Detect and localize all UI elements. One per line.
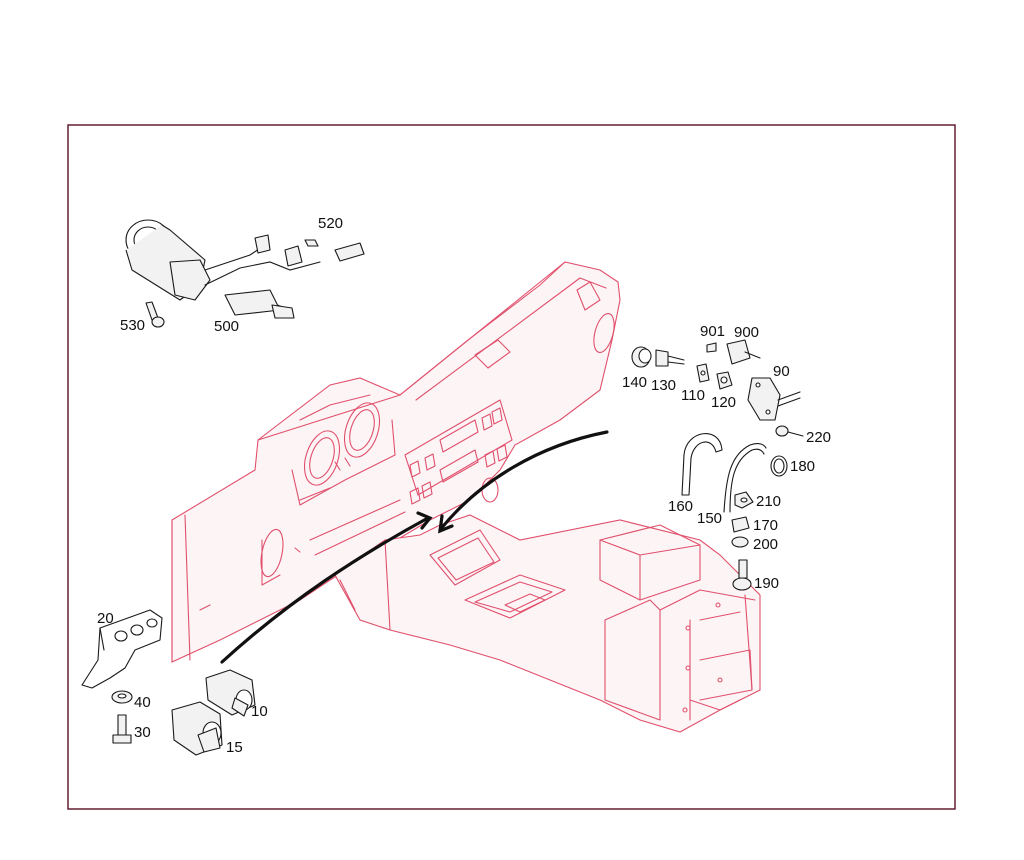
callout-15: 15 xyxy=(226,739,243,756)
callout-530: 530 xyxy=(120,317,145,334)
callout-170: 170 xyxy=(753,517,778,534)
assembly-arrow-left xyxy=(220,516,430,664)
callout-180: 180 xyxy=(790,458,815,475)
cap-part-140 xyxy=(631,346,652,368)
switch-part-15 xyxy=(171,701,223,756)
callout-220: 220 xyxy=(806,429,831,446)
switch-part-10 xyxy=(205,669,256,717)
callout-500: 500 xyxy=(214,318,239,335)
nut-part-120 xyxy=(716,371,733,390)
callout-10: 10 xyxy=(251,703,268,720)
callout-210: 210 xyxy=(756,493,781,510)
hose-part-160 xyxy=(681,433,723,496)
callout-900: 900 xyxy=(734,324,759,341)
clip-part-170 xyxy=(731,516,750,533)
callout-200: 200 xyxy=(753,536,778,553)
callout-labels: 520 530 500 901 900 90 140 130 110 120 2… xyxy=(97,215,831,756)
callout-40: 40 xyxy=(134,694,151,711)
screw-part-530 xyxy=(145,301,165,328)
callout-190: 190 xyxy=(754,575,779,592)
bracket-part-20 xyxy=(81,609,163,689)
assembly-arrow-right xyxy=(438,430,609,532)
combination-switch-part-500 xyxy=(125,219,365,319)
clip-part-901 xyxy=(706,342,717,353)
washer-part-200 xyxy=(731,536,749,548)
dashboard-outline xyxy=(171,261,621,663)
center-console-outline xyxy=(334,514,761,733)
screw-part-220 xyxy=(775,425,804,437)
assembly-arrow-left-head xyxy=(416,511,433,530)
nut-part-210 xyxy=(734,491,754,509)
callout-140: 140 xyxy=(622,374,647,391)
ring-part-180 xyxy=(770,455,788,477)
bolt-part-30 xyxy=(112,714,132,744)
assembly-arrow-right-head xyxy=(438,514,454,534)
callout-160: 160 xyxy=(668,498,693,515)
callout-130: 130 xyxy=(651,377,676,394)
callout-110: 110 xyxy=(681,387,705,404)
bracket-part-90 xyxy=(747,377,801,421)
callout-20: 20 xyxy=(97,610,114,627)
switch-part-900 xyxy=(726,339,761,365)
callout-90: 90 xyxy=(773,363,790,380)
callout-120: 120 xyxy=(711,394,736,411)
bolt-part-190 xyxy=(732,559,752,591)
clip-part-110 xyxy=(696,363,710,383)
callout-901: 901 xyxy=(700,323,725,340)
callout-30: 30 xyxy=(134,724,151,741)
callout-150: 150 xyxy=(697,510,722,527)
washer-part-40 xyxy=(111,690,133,704)
bolt-part-130 xyxy=(655,349,685,367)
callout-520: 520 xyxy=(318,215,343,232)
hose-part-150 xyxy=(723,443,767,513)
diagram-frame xyxy=(67,124,956,810)
